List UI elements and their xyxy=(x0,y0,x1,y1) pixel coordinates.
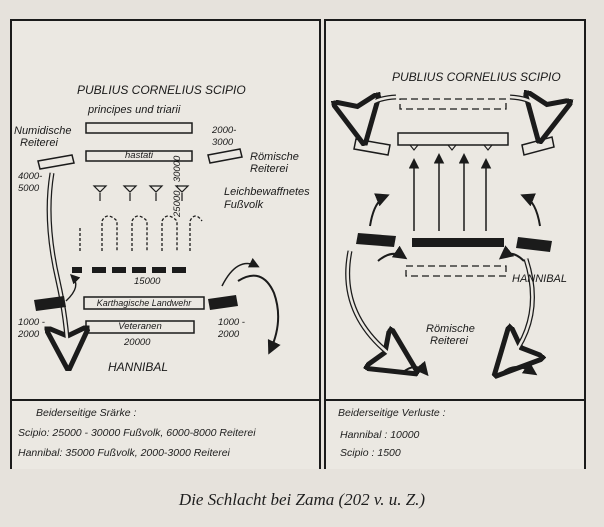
hastati-box-right xyxy=(397,132,509,146)
numidische-label-2: Reiterei xyxy=(20,137,58,149)
left-diagram-svg xyxy=(34,122,281,396)
hastati-box xyxy=(85,150,193,162)
top-right-arc-arrow xyxy=(509,97,543,129)
right-diagram-panel: PUBLIUS CORNELIUS SCIPIO HANNIBAL Römisc… xyxy=(324,19,586,469)
principes-label: principes und triarii xyxy=(88,104,181,116)
left-legend-title: Beiderseitige Srärke : xyxy=(36,407,137,419)
roman-cavalry-count-1: 2000- xyxy=(212,125,237,136)
right-legend-scipio: Scipio : 1500 xyxy=(340,447,401,459)
leicht-label-2: Fußvolk xyxy=(224,199,264,211)
landwehr-box xyxy=(83,296,205,310)
right-hannibal-title: HANNIBAL xyxy=(512,273,568,285)
numidische-label-1: Numidische xyxy=(14,125,72,137)
numidian-count-2: 5000 xyxy=(18,183,40,194)
rear-dashed-box xyxy=(405,265,507,277)
carthaginian-cavalry-left xyxy=(34,296,66,311)
left-legend-hannibal: Hannibal: 35000 Fußvolk, 2000-3000 Reite… xyxy=(18,447,230,459)
numidian-count-1: 4000- xyxy=(18,171,43,182)
left-scipio-title: PUBLIUS CORNELIUS SCIPIO xyxy=(77,83,246,97)
roman-cavalry-right xyxy=(521,136,555,156)
veteran-count: 20000 xyxy=(124,337,151,348)
light-infantry-arrows xyxy=(79,215,203,251)
right-cav-count-1: 1000 - xyxy=(218,317,245,328)
infantry-count: 25000 - 30000 xyxy=(172,155,183,217)
right-scipio-title: PUBLIUS CORNELIUS SCIPIO xyxy=(392,70,561,84)
hannibal-front-line xyxy=(412,238,504,247)
roemische-label-2: Reiterei xyxy=(250,163,288,175)
numidian-cavalry-block xyxy=(37,154,75,170)
left-legend-scipio: Scipio: 25000 - 30000 Fußvolk, 6000-8000… xyxy=(18,427,256,439)
leicht-label-1: Leichbewaffnetes xyxy=(224,186,310,198)
right-cavalry-arrow xyxy=(237,274,281,355)
landwehr-label: Karthagische Landwehr xyxy=(96,298,192,308)
left-cav-count-1: 1000 - xyxy=(18,317,45,328)
hastati-markers xyxy=(408,144,494,151)
advance-arrows xyxy=(408,153,492,231)
light-infantry-count: 15000 xyxy=(134,276,161,287)
cavalry-pursuit-arrows xyxy=(369,193,541,377)
light-infantry-blocks xyxy=(72,267,186,273)
veteranen-label: Veteranen xyxy=(118,321,162,332)
right-cav-count-2: 2000 xyxy=(218,329,240,340)
right-legend-hannibal: Hannibal : 10000 xyxy=(340,429,420,441)
roman-cavalry-count-2: 3000 xyxy=(212,137,234,148)
left-sweep-arrow xyxy=(345,250,406,366)
figure-caption: Die Schlacht bei Zama (202 v. u. Z.) xyxy=(178,490,426,509)
roman-cavalry-left xyxy=(353,138,391,156)
left-legend: Beiderseitige Srärke : Scipio: 25000 - 3… xyxy=(12,399,319,469)
right-legend-title: Beiderseitige Verluste : xyxy=(338,407,446,419)
right-legend: Beiderseitige Verluste : Hannibal : 1000… xyxy=(326,399,584,469)
velites-markers xyxy=(92,185,190,201)
left-hannibal-title: HANNIBAL xyxy=(108,360,169,374)
left-cav-count-2: 2000 xyxy=(18,329,40,340)
left-cavalry-arrow xyxy=(65,274,81,302)
right-roemische-1: Römische xyxy=(426,323,475,335)
principes-box xyxy=(85,122,193,134)
right-roemische-2: Reiterei xyxy=(430,335,468,347)
hannibal-right-block xyxy=(516,237,552,252)
carthaginian-cavalry-right xyxy=(208,295,238,310)
hannibal-left-block xyxy=(356,233,396,247)
roemische-label-1: Römische xyxy=(250,151,299,163)
right-diagram-svg xyxy=(326,21,584,396)
top-left-arc-arrow xyxy=(361,97,397,131)
principes-dashed-box xyxy=(399,98,507,110)
hastati-label: hastati xyxy=(125,150,153,161)
roman-cavalry-block xyxy=(207,148,243,164)
left-diagram-panel: PUBLIUS CORNELIUS SCIPIO principes und t… xyxy=(10,19,321,469)
